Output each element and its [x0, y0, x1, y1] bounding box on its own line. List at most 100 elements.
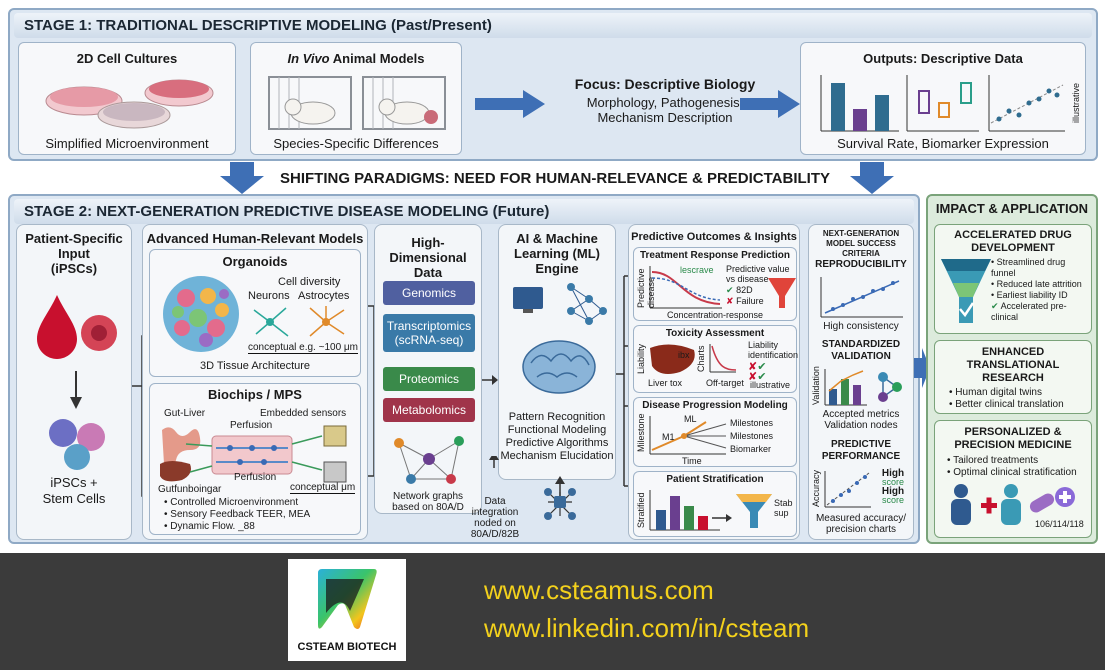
- patient-input-caption-line1: iPSCs +: [50, 475, 98, 490]
- performance-high2: High: [881, 486, 905, 497]
- biochips-bullet: • Dynamic Flow. _88: [164, 521, 255, 532]
- reproducibility-chart: [820, 277, 903, 318]
- toxicity-note-line2: identification: [748, 350, 799, 360]
- progression-title: Disease Progression Modeling: [642, 400, 788, 411]
- organoids-scale: conceptual e.g. ~100 μm: [248, 342, 358, 354]
- stratification-funnel-line2: sup: [774, 508, 789, 518]
- validation-title-line2: VALIDATION: [831, 351, 891, 362]
- outputs-caption: Survival Rate, Biomarker Expression: [837, 136, 1049, 151]
- biochips-sensors: Embedded sensors: [260, 408, 347, 419]
- organoids-label3: Astrocytes: [298, 290, 350, 302]
- translational-bullet: • Better clinical translation: [949, 399, 1064, 410]
- performance-caption-line2: precision charts: [825, 524, 897, 535]
- stratification-chart: [649, 490, 772, 531]
- performance-y-label: Accuracy: [811, 469, 821, 507]
- organ-chip-icon: [160, 425, 347, 483]
- treatment-note-line1: Predictive value: [726, 264, 790, 274]
- animal-models-title: In Vivo Animal Models: [251, 51, 461, 66]
- organoids-label1: Cell diversity: [278, 276, 341, 288]
- animal-models-caption: Species-Specific Differences: [273, 136, 439, 151]
- drug-dev-bullet: • Streamlined drug funnel: [991, 257, 1066, 278]
- stratification-funnel-line1: Stab: [774, 498, 793, 508]
- translational-title-line3: RESEARCH: [982, 372, 1044, 384]
- ml-engine-title-line1: AI & Machine: [516, 231, 598, 246]
- omic-proteomics: Proteomics: [383, 367, 475, 391]
- cross-icon: ✘: [748, 371, 758, 383]
- stratification-y-label: Stratified: [636, 492, 646, 528]
- progression-ml: ML: [684, 414, 697, 424]
- high-dim-title-line1: High-Dimensional: [389, 235, 467, 265]
- performance-title: PREDICTIVE PERFORMANCE: [809, 439, 913, 463]
- cross-icon: ✘: [726, 296, 734, 306]
- toxicity-note-line1: Liability: [748, 340, 779, 350]
- stage1-section: STAGE 1: TRADITIONAL DESCRIPTIVE MODELIN…: [8, 8, 1098, 161]
- linkedin-link[interactable]: www.linkedin.com/in/csteam: [484, 613, 810, 643]
- impact-section: IMPACT & APPLICATION ACCELERATED DRUG DE…: [926, 194, 1098, 544]
- precision-code: 106/114/118: [1035, 519, 1084, 529]
- cell-cultures-panel: 2D Cell Cultures Simplified Microenviron…: [18, 42, 236, 155]
- high-dim-title: High-Dimensional Data: [375, 235, 481, 280]
- patient-input-title-line3: (iPSCs): [50, 261, 98, 276]
- precision-bullet: • Tailored treatments: [947, 455, 1039, 466]
- performance-chart: [824, 471, 871, 508]
- biochips-scale: conceptual μm: [290, 482, 356, 494]
- treatment-panel: Treatment Response Prediction Predictive…: [633, 247, 797, 321]
- outputs-title: Outputs: Descriptive Data: [863, 51, 1023, 66]
- integration-connector: [489, 456, 576, 520]
- cross-icon: ✘: [748, 361, 758, 373]
- predictive-panel: Predictive Outcomes & Insights Treatment…: [628, 224, 800, 540]
- performance-scores: High score High score: [873, 469, 913, 505]
- predictive-title: Predictive Outcomes & Insights: [631, 231, 797, 243]
- patient-pills-icon: [951, 484, 1075, 525]
- performance-title-line1: PREDICTIVE: [830, 439, 891, 450]
- drug-dev-bullet: ✔ Accelerated pre-clinical: [991, 301, 1067, 322]
- stratification-funnel-label: Stab sup: [774, 498, 793, 518]
- cell-cultures-title: 2D Cell Cultures: [76, 51, 178, 66]
- organoids-panel: Organoids Cell diversity Neurons Astrocy…: [149, 249, 361, 377]
- descriptive-charts-icon: [820, 75, 1065, 132]
- criteria-title: NEXT-GENERATION MODEL SUCCESS CRITERIA: [809, 229, 913, 259]
- patient-input-caption: iPSCs + Stem Cells: [17, 475, 131, 507]
- ml-engine-item: Pattern Recognition: [508, 411, 606, 423]
- dose-response-chart: [649, 266, 722, 309]
- brain-network-icon: [513, 283, 607, 394]
- biochips-bullets: • Controlled Microenvironment • Sensory …: [164, 497, 310, 533]
- ml-engine-panel: AI & Machine Learning (ML) Engine Patter…: [498, 224, 616, 480]
- criteria-title-line2: MODEL SUCCESS CRITERIA: [826, 239, 896, 258]
- network-caption-line1: Network graphs: [392, 491, 464, 502]
- translational-bullet: • Human digital twins: [949, 387, 1042, 398]
- stratification-panel: Patient Stratification Stratified Stab s…: [633, 471, 797, 537]
- omic-metabolomics: Metabolomics: [383, 398, 475, 422]
- biochips-perfusion-top: Perfusion: [230, 420, 273, 431]
- logo-box: CSTEAM BIOTECH: [288, 559, 406, 661]
- focus-title: Focus: Descriptive Biology: [574, 76, 756, 92]
- criteria-title-line1: NEXT-GENERATION: [822, 229, 900, 238]
- performance-caption-line1: Measured accuracy/: [815, 513, 907, 524]
- shift-label: SHIFTING PARADIGMS: NEED FOR HUMAN-RELEV…: [280, 170, 830, 187]
- logo-text: CSTEAM BIOTECH: [297, 641, 397, 653]
- impact-title: IMPACT & APPLICATION: [935, 201, 1089, 216]
- footer: CSTEAM BIOTECH www.csteamus.com www.link…: [0, 553, 1105, 670]
- biochips-gutfun: Gutfunboingar: [158, 484, 222, 495]
- progression-y-label: Milestone: [636, 413, 646, 452]
- precision-panel: PERSONALIZED & PRECISION MEDICINE • Tail…: [934, 420, 1092, 538]
- patient-input-panel: Patient-Specific Input (iPSCs) iPSCs + S…: [16, 224, 132, 540]
- down-arrow-icon: [850, 162, 894, 194]
- network-caption: Network graphs based on 80A/D: [375, 491, 481, 513]
- validation-chart: [824, 369, 902, 406]
- biochips-panel: Biochips / MPS Gut-Liver Perfusion Embed…: [149, 383, 361, 535]
- performance-title-line2: PERFORMANCE: [821, 451, 901, 462]
- website-link[interactable]: www.csteamus.com: [484, 575, 714, 605]
- high-dim-title-line2: Data: [413, 265, 443, 280]
- progression-milestones1: Milestones: [730, 418, 774, 428]
- check-icon: ✔: [757, 361, 767, 373]
- right-arrow-icon: [475, 90, 545, 118]
- check-icon: ✔: [991, 301, 999, 311]
- stage2-title: STAGE 2: NEXT-GENERATION PREDICTIVE DISE…: [14, 199, 914, 224]
- biochips-title: Biochips / MPS: [208, 387, 302, 402]
- animal-models-title-rest: Animal Models: [329, 51, 425, 66]
- performance-score1: score: [881, 477, 904, 487]
- toxicity-side-label: Charts: [696, 345, 706, 372]
- ml-engine-item: Functional Modeling: [507, 424, 607, 436]
- progression-biomarker: Biomarker: [730, 444, 772, 454]
